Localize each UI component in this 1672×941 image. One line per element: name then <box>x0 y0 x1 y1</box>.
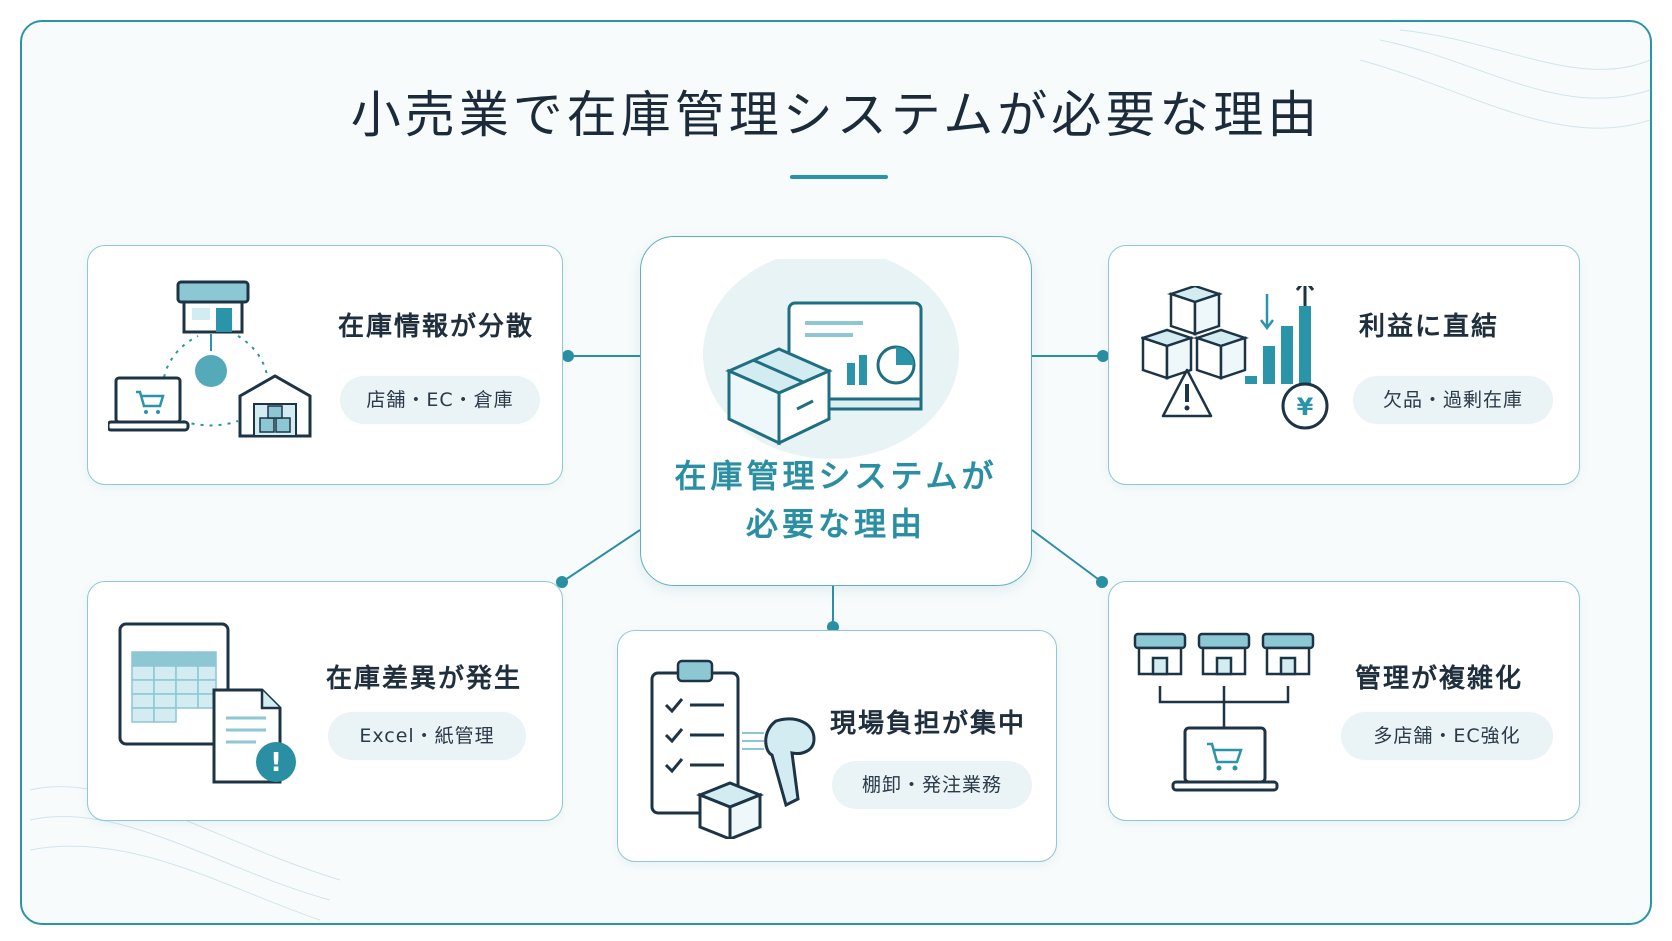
multi-store-laptop-icon <box>1133 632 1315 792</box>
card-tag: 棚卸・発注業務 <box>832 761 1032 809</box>
connector-dot <box>556 576 568 588</box>
card-title: 在庫情報が分散 <box>338 312 535 342</box>
clipboard-scanner-icon <box>650 659 816 839</box>
connector-left-bottom <box>561 529 641 583</box>
profit-boxes-chart-icon: ¥ <box>1141 286 1329 430</box>
card-title: 現場負担が集中 <box>830 709 1027 739</box>
card-tag: 店舗・EC・倉庫 <box>340 376 540 424</box>
spreadsheet-document-icon: ! <box>118 622 296 784</box>
alert-icon: ! <box>270 748 282 778</box>
card-inventory-discrepancy: ! 在庫差異が発生 Excel・紙管理 <box>87 581 563 821</box>
page-title: 小売業で在庫管理システムが必要な理由 <box>350 86 1322 144</box>
center-card: 在庫管理システムが 必要な理由 <box>640 236 1032 586</box>
card-title: 利益に直結 <box>1359 312 1500 342</box>
store-network-icon <box>108 280 312 438</box>
card-profit-impact: ¥ 利益に直結 欠品・過剰在庫 <box>1108 245 1580 485</box>
card-tag: 多店舗・EC強化 <box>1341 712 1553 760</box>
card-title: 在庫差異が発生 <box>326 664 523 694</box>
card-title: 管理が複雑化 <box>1355 664 1524 694</box>
connector-right-bottom <box>1031 529 1103 583</box>
card-tag: Excel・紙管理 <box>328 712 526 760</box>
connector-dot <box>1096 576 1108 588</box>
center-title-line2: 必要な理由 <box>745 505 926 543</box>
connector-dot <box>1097 350 1109 362</box>
title-underline <box>790 175 888 179</box>
card-tag: 欠品・過剰在庫 <box>1353 376 1553 424</box>
connector-dot <box>562 350 574 362</box>
center-title-line1: 在庫管理システムが <box>674 457 998 495</box>
card-distributed-inventory: 在庫情報が分散 店舗・EC・倉庫 <box>87 245 563 485</box>
inventory-dashboard-icon <box>703 259 959 459</box>
yen-icon: ¥ <box>1297 393 1314 421</box>
card-management-complexity: 管理が複雑化 多店舗・EC強化 <box>1108 581 1580 821</box>
card-field-workload: 現場負担が集中 棚卸・発注業務 <box>617 630 1057 862</box>
